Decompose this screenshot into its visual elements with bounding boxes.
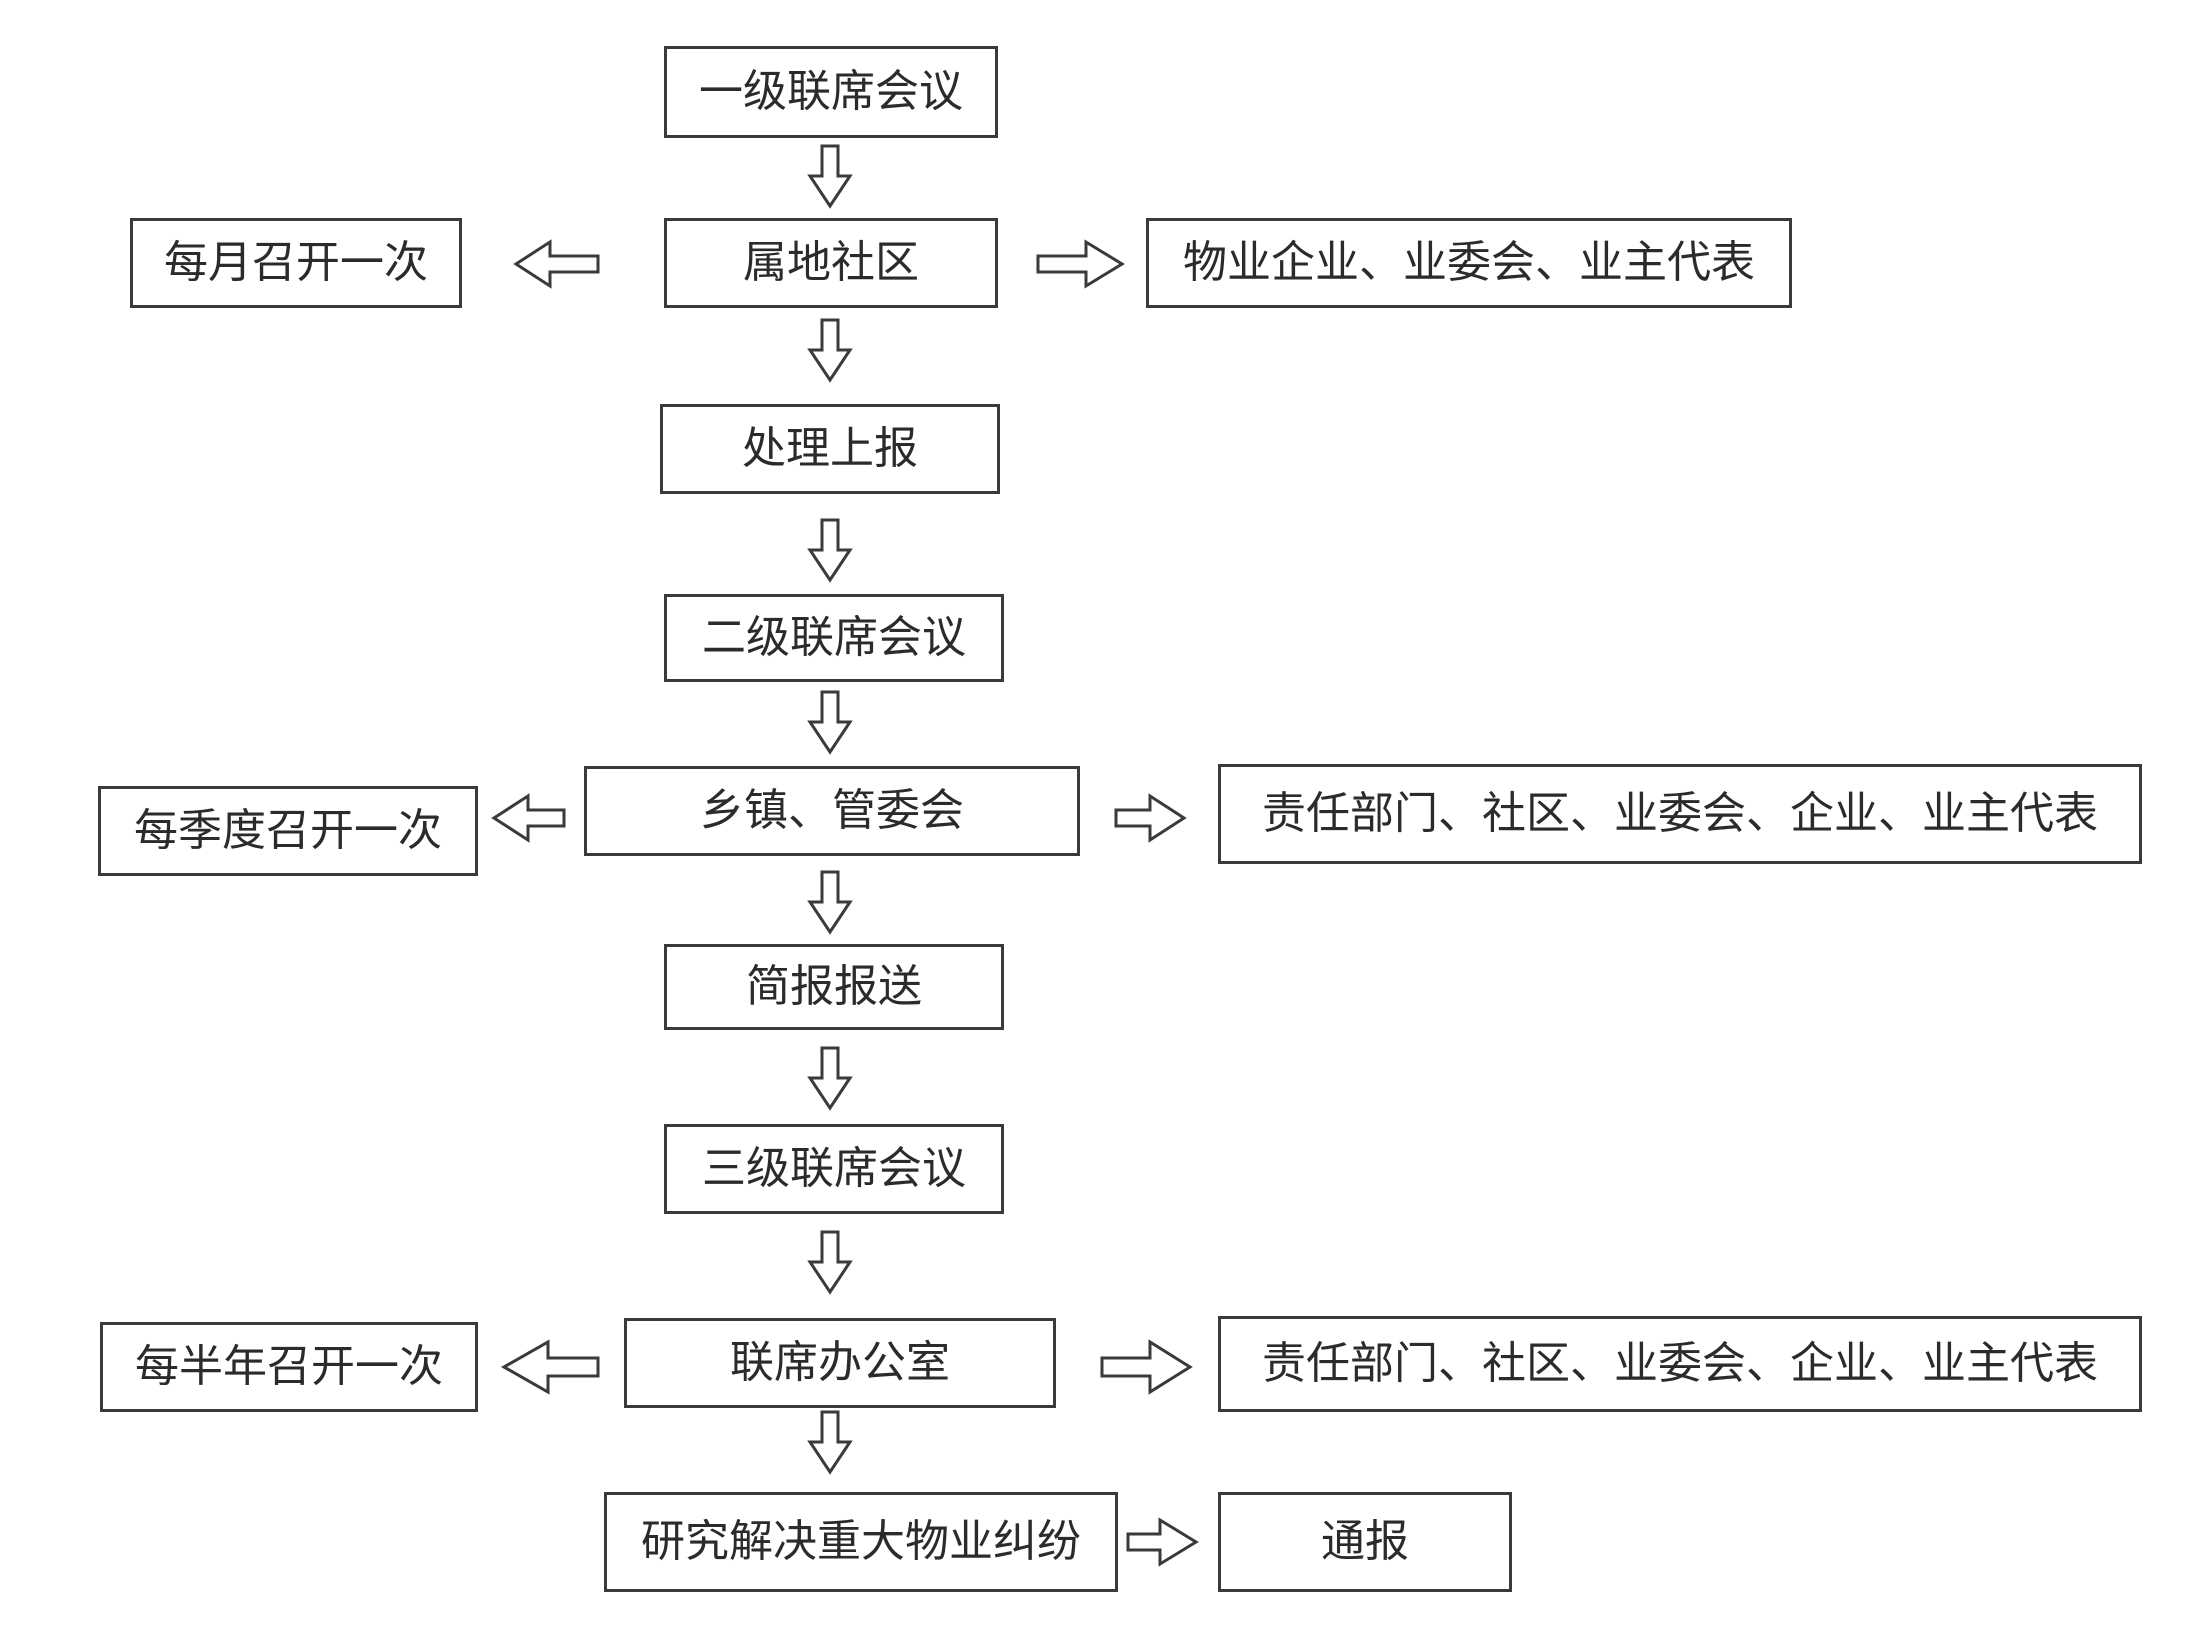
node-handle-report: 处理上报 xyxy=(660,404,1000,494)
node-level3-meeting-label: 三级联席会议 xyxy=(702,1143,966,1194)
left-arrow-icon xyxy=(491,793,566,843)
down-arrow-icon xyxy=(807,1410,853,1475)
down-arrow-icon xyxy=(807,1230,853,1295)
node-level1-meeting-label: 一级联席会议 xyxy=(699,66,963,117)
right-arrow-icon xyxy=(1114,793,1187,843)
left-arrow-icon xyxy=(513,239,600,289)
node-quarterly: 每季度召开一次 xyxy=(98,786,478,876)
node-resolve-disputes: 研究解决重大物业纠纷 xyxy=(604,1492,1118,1592)
node-joint-office-label: 联席办公室 xyxy=(730,1337,950,1388)
node-semiannual: 每半年召开一次 xyxy=(100,1322,478,1412)
down-arrow-icon xyxy=(807,1046,853,1111)
node-property-parties: 物业企业、业委会、业主代表 xyxy=(1146,218,1792,308)
down-arrow-icon xyxy=(807,318,853,383)
node-monthly: 每月召开一次 xyxy=(130,218,462,308)
left-arrow-icon xyxy=(500,1339,600,1395)
node-level1-meeting: 一级联席会议 xyxy=(664,46,998,138)
down-arrow-icon xyxy=(807,690,853,755)
node-resolve-disputes-label: 研究解决重大物业纠纷 xyxy=(641,1516,1081,1567)
node-responsible-parties-1: 责任部门、社区、业委会、企业、业主代表 xyxy=(1218,764,2142,864)
node-briefing-submit: 简报报送 xyxy=(664,944,1004,1030)
node-joint-office: 联席办公室 xyxy=(624,1318,1056,1408)
node-level2-meeting-label: 二级联席会议 xyxy=(702,612,966,663)
node-township-committee: 乡镇、管委会 xyxy=(584,766,1080,856)
node-responsible-parties-1-label: 责任部门、社区、业委会、企业、业主代表 xyxy=(1262,788,2098,839)
node-local-community: 属地社区 xyxy=(664,218,998,308)
node-semiannual-label: 每半年召开一次 xyxy=(135,1341,443,1392)
right-arrow-icon xyxy=(1126,1517,1199,1567)
down-arrow-icon xyxy=(807,870,853,935)
down-arrow-icon xyxy=(807,144,853,209)
node-property-parties-label: 物业企业、业委会、业主代表 xyxy=(1183,237,1755,288)
node-township-committee-label: 乡镇、管委会 xyxy=(700,785,964,836)
down-arrow-icon xyxy=(807,518,853,583)
node-responsible-parties-2: 责任部门、社区、业委会、企业、业主代表 xyxy=(1218,1316,2142,1412)
node-local-community-label: 属地社区 xyxy=(743,237,919,288)
node-notification-label: 通报 xyxy=(1321,1516,1409,1567)
node-level2-meeting: 二级联席会议 xyxy=(664,594,1004,682)
node-notification: 通报 xyxy=(1218,1492,1512,1592)
right-arrow-icon xyxy=(1100,1339,1193,1395)
node-handle-report-label: 处理上报 xyxy=(742,423,918,474)
node-quarterly-label: 每季度召开一次 xyxy=(134,805,442,856)
node-level3-meeting: 三级联席会议 xyxy=(664,1124,1004,1214)
right-arrow-icon xyxy=(1036,239,1125,289)
node-responsible-parties-2-label: 责任部门、社区、业委会、企业、业主代表 xyxy=(1262,1338,2098,1389)
node-monthly-label: 每月召开一次 xyxy=(164,237,428,288)
node-briefing-submit-label: 简报报送 xyxy=(746,961,922,1012)
